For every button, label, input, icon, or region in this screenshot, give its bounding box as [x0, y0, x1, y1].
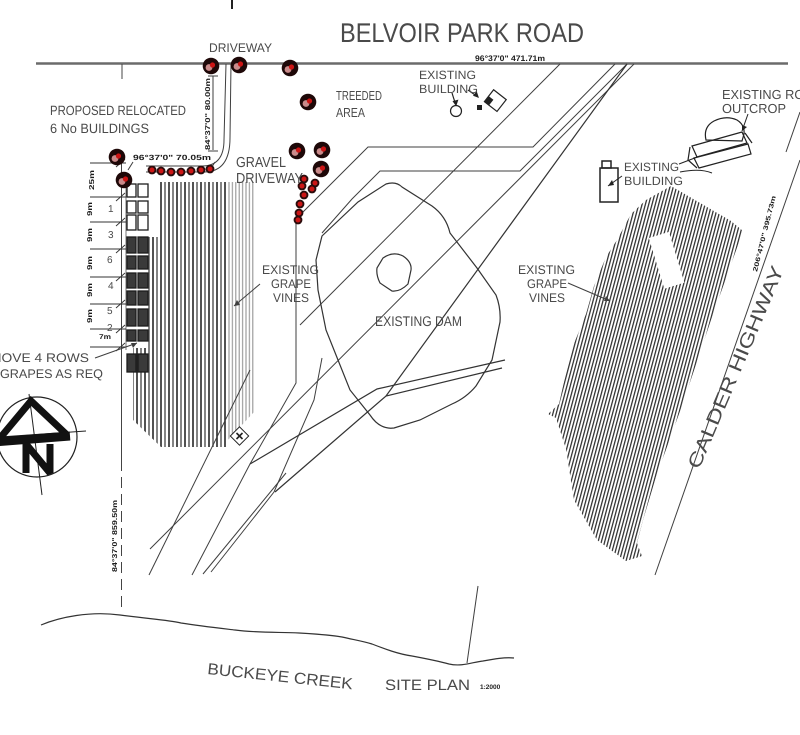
- svg-text:EXISTING: EXISTING: [419, 68, 476, 82]
- svg-text:96°37'0" 471.71m: 96°37'0" 471.71m: [475, 54, 545, 63]
- svg-text:25m: 25m: [89, 170, 96, 190]
- svg-text:1: 1: [108, 204, 114, 215]
- svg-text:9m: 9m: [87, 228, 94, 242]
- svg-text:7m: 7m: [99, 334, 111, 341]
- svg-text:GRAPE: GRAPE: [527, 277, 567, 291]
- svg-text:DRIVEWAY: DRIVEWAY: [209, 41, 273, 55]
- svg-text:EXISTING: EXISTING: [262, 263, 319, 277]
- svg-text:AREA: AREA: [336, 105, 365, 120]
- svg-text:84°37'0" 80.00m: 84°37'0" 80.00m: [205, 78, 212, 150]
- svg-text:BUCKEYE CREEK: BUCKEYE CREEK: [207, 661, 354, 693]
- svg-text:GRAPE: GRAPE: [271, 277, 311, 291]
- svg-text:OUTCROP: OUTCROP: [722, 101, 786, 116]
- svg-text:EXISTING: EXISTING: [624, 160, 679, 174]
- svg-text:VINES: VINES: [529, 291, 565, 305]
- svg-text:96°37'0" 70.05m: 96°37'0" 70.05m: [133, 153, 211, 162]
- svg-text:9m: 9m: [87, 309, 94, 323]
- svg-text:1:2000: 1:2000: [480, 684, 501, 691]
- svg-text:EXISTING: EXISTING: [518, 263, 575, 277]
- svg-text:DRIVEWAY: DRIVEWAY: [236, 171, 303, 187]
- svg-text:3: 3: [108, 230, 114, 241]
- svg-text:6 No BUILDINGS: 6 No BUILDINGS: [50, 121, 149, 136]
- svg-text:GRAPES AS REQ: GRAPES AS REQ: [0, 367, 103, 381]
- svg-text:GRAVEL: GRAVEL: [236, 155, 286, 171]
- svg-text:EXISTING DAM: EXISTING DAM: [375, 313, 462, 329]
- svg-text:6: 6: [107, 255, 113, 266]
- svg-text:84°37'0" 859.50m: 84°37'0" 859.50m: [112, 500, 119, 572]
- svg-text:VINES: VINES: [273, 291, 309, 305]
- svg-text:SITE PLAN: SITE PLAN: [385, 677, 470, 694]
- svg-text:BUILDING: BUILDING: [624, 174, 683, 188]
- svg-text:PROPOSED RELOCATED: PROPOSED RELOCATED: [50, 103, 186, 118]
- svg-text:9m: 9m: [87, 283, 94, 297]
- svg-text:EXISTING ROCK: EXISTING ROCK: [722, 87, 800, 102]
- svg-text:TREEDED: TREEDED: [336, 88, 382, 103]
- svg-text:BUILDING: BUILDING: [419, 82, 478, 96]
- svg-text:4: 4: [108, 281, 114, 292]
- svg-text:9m: 9m: [87, 256, 94, 270]
- svg-text:BELVOIR PARK ROAD: BELVOIR PARK ROAD: [340, 18, 584, 48]
- svg-text:2: 2: [107, 323, 113, 334]
- svg-text:9m: 9m: [87, 202, 94, 216]
- svg-text:5: 5: [107, 306, 113, 317]
